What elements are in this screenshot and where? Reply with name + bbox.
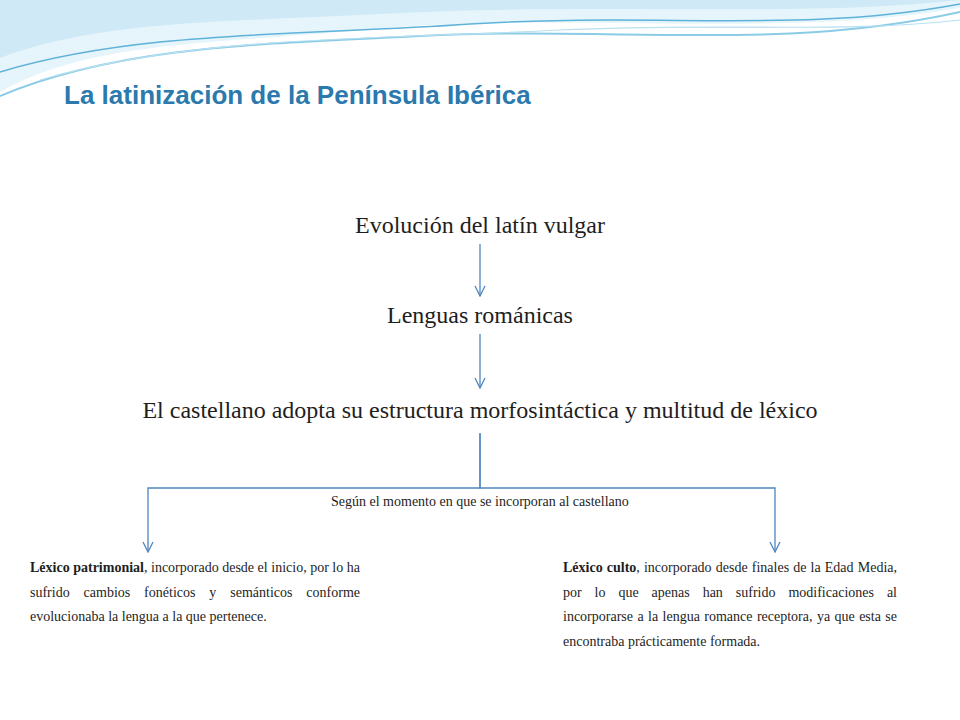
wave-line: [0, 4, 960, 72]
flow-arrow: [480, 433, 775, 552]
wave-fill: [0, 0, 960, 58]
wave-fill: [0, 0, 960, 92]
stage-text: Lenguas románicas: [180, 300, 780, 330]
flow-arrow: [479, 244, 480, 296]
stage-text: El castellano adopta su estructura morfo…: [70, 392, 890, 429]
wave-line: [40, 20, 960, 80]
term-heading: Léxico patrimonial: [30, 560, 144, 575]
slide-title: La latinización de la Península Ibérica: [64, 80, 531, 111]
lexicon-box: Léxico culto, incorporado desde finales …: [563, 556, 897, 654]
flow-arrow: [148, 433, 480, 552]
node-text: Evolución del latín vulgar: [355, 212, 605, 238]
term-heading: Léxico culto: [563, 560, 636, 575]
node-text: El castellano adopta su estructura morfo…: [142, 397, 817, 423]
node-text: Lenguas románicas: [387, 302, 573, 328]
stage-text: Evolución del latín vulgar: [80, 210, 880, 240]
split-criterion: Según el momento en que se incorporan al…: [327, 494, 633, 510]
flow-arrow: [479, 334, 480, 388]
lexicon-box: Léxico patrimonial, incorporado desde el…: [30, 556, 360, 630]
